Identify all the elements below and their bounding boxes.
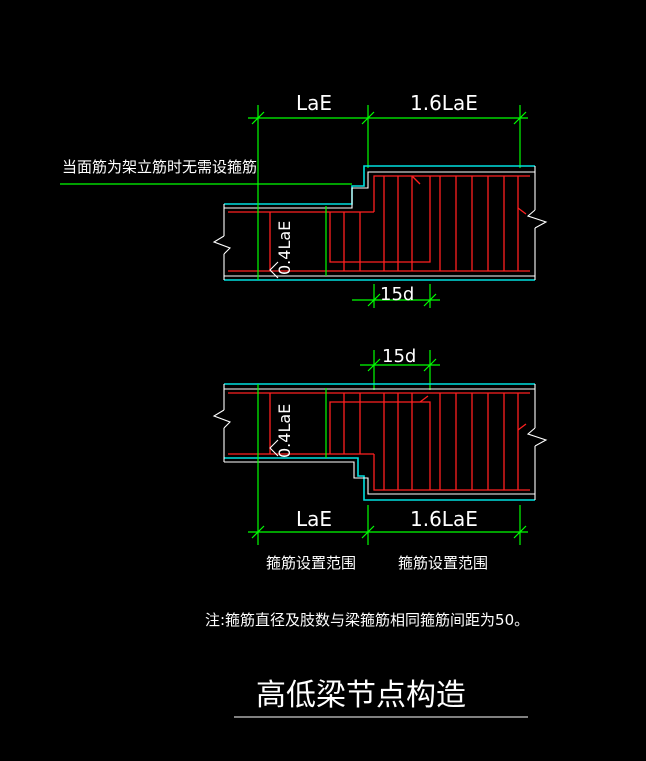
top-dim-lae: LaE [296, 91, 332, 115]
footnote: 注:箍筋直径及肢数与梁箍筋相同箍筋间距为50。 [205, 611, 529, 629]
top-arrow-mark [269, 261, 279, 279]
top-dim-04lae: 0.4LaE [275, 221, 294, 275]
top-15d-dim [352, 284, 440, 308]
drawing-title: 高低梁节点构造 [256, 678, 466, 713]
top-dimension-lines [248, 105, 528, 200]
bottom-dim-lae: LaE [296, 507, 332, 531]
bottom-dimension-lines [248, 505, 528, 545]
bottom-dim-16lae: 1.6LaE [410, 507, 478, 531]
bottom-arrow-mark [269, 439, 279, 457]
bottom-rebars [228, 392, 530, 491]
top-dim-16lae: 1.6LaE [410, 91, 478, 115]
top-04lae-dim [257, 200, 327, 280]
range-left-label: 箍筋设置范围 [266, 554, 356, 572]
top-detail: LaE 1.6LaE 当面筋为架立筋时无需设箍筋 [60, 91, 548, 308]
top-dim-15d: 15d [380, 284, 414, 305]
bottom-detail: 15d [212, 346, 548, 572]
bottom-dim-15d: 15d [382, 346, 416, 367]
top-rebars [228, 175, 530, 272]
top-beam-outline [212, 166, 548, 280]
top-note: 当面筋为架立筋时无需设箍筋 [62, 158, 257, 176]
bottom-04lae-dim [257, 384, 327, 545]
bottom-dim-04lae: 0.4LaE [275, 404, 294, 458]
top-concrete-outline [224, 165, 535, 281]
bottom-beam-outline [212, 384, 548, 500]
bottom-concrete-outline [224, 383, 535, 501]
range-right-label: 箍筋设置范围 [398, 554, 488, 572]
